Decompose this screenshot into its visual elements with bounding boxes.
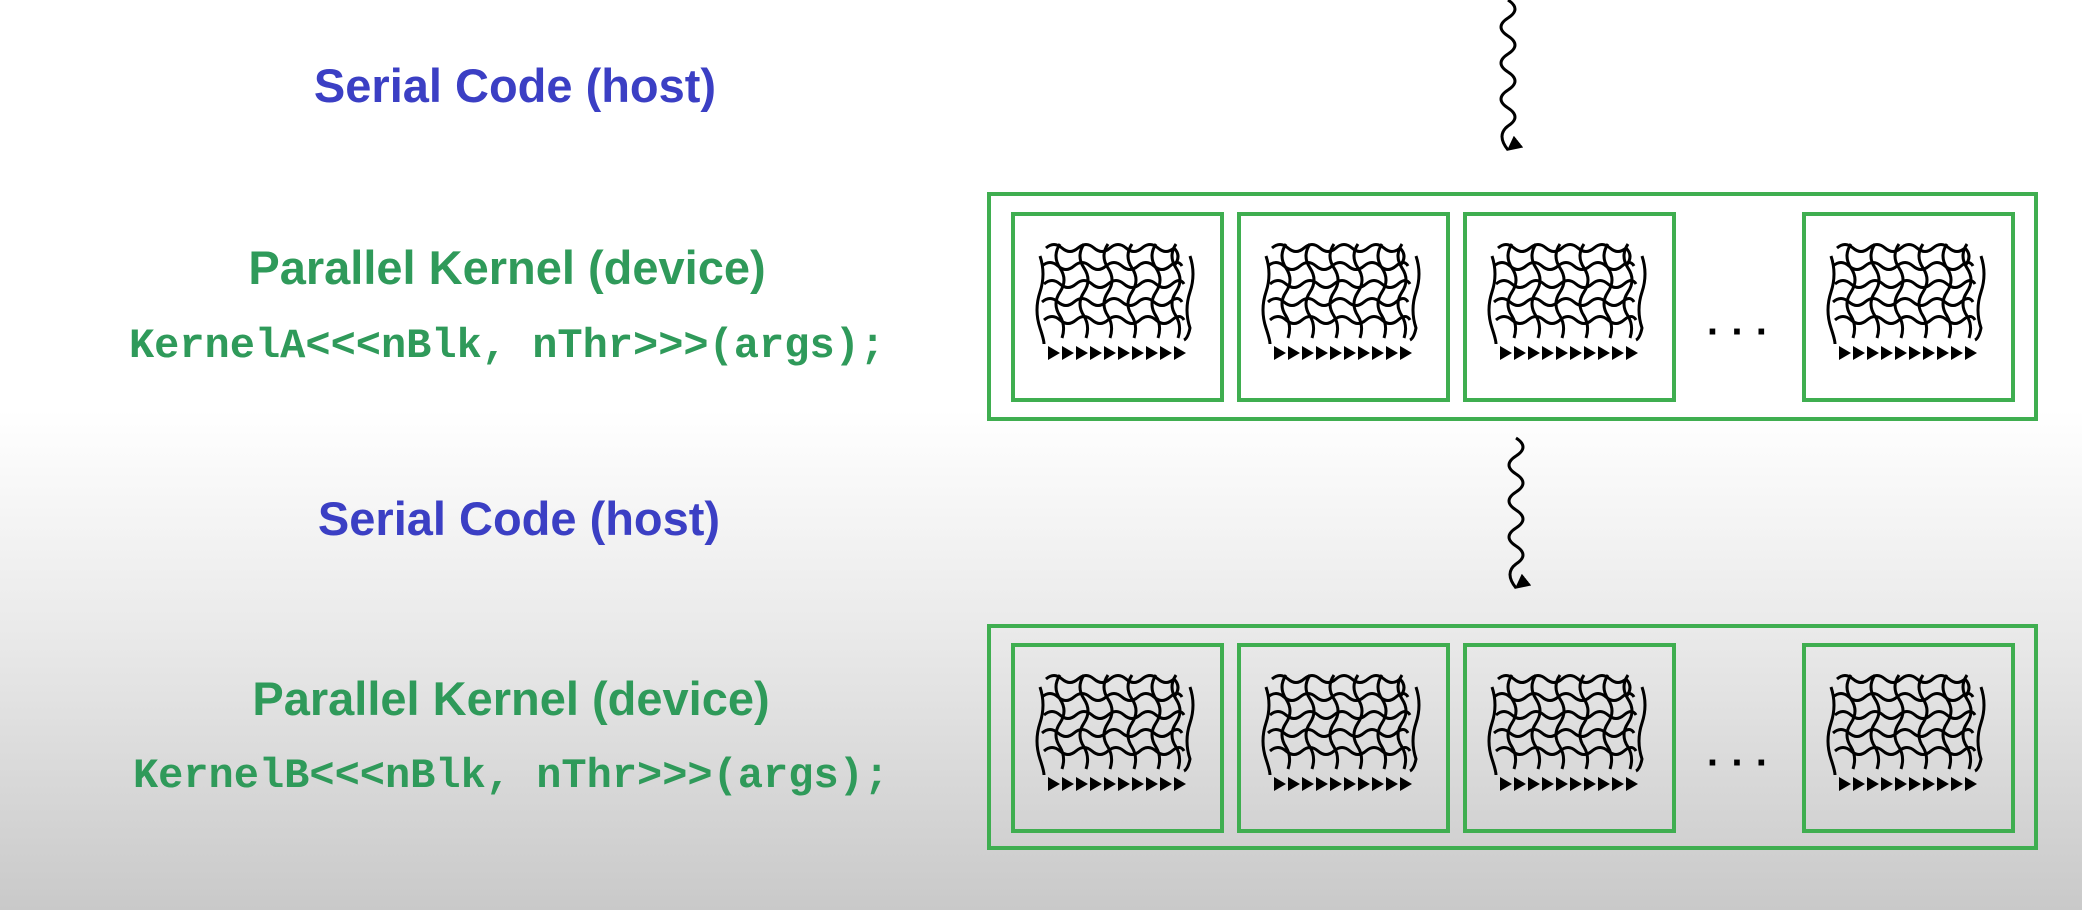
thread-bundle-icon xyxy=(1826,242,1986,362)
host-flow-arrow-2 xyxy=(1507,436,1532,589)
kernel-b-launch-code: KernelB<<<nBlk, nThr>>>(args); xyxy=(132,752,890,800)
thread-block-b2 xyxy=(1237,643,1450,833)
thread-bundle-icon xyxy=(1261,673,1421,793)
thread-block-a1 xyxy=(1011,212,1224,402)
thread-bundle-icon xyxy=(1826,673,1986,793)
thread-block-a3 xyxy=(1463,212,1676,402)
host-flow-arrow-1 xyxy=(1499,0,1524,151)
thread-bundle-icon xyxy=(1487,673,1647,793)
thread-bundle-icon xyxy=(1261,242,1421,362)
parallel-kernel-label-1: Parallel Kernel (device) xyxy=(248,241,766,294)
kernel-a-grid: · · · xyxy=(987,192,2038,421)
grid-a-ellipsis: · · · xyxy=(1707,310,1769,354)
thread-block-b4 xyxy=(1802,643,2015,833)
kernel-b-grid: · · · xyxy=(987,624,2038,850)
serial-code-label-1: Serial Code (host) xyxy=(313,59,717,112)
grid-b-ellipsis: · · · xyxy=(1707,741,1769,785)
thread-block-b1 xyxy=(1011,643,1224,833)
kernel-a-launch-code: KernelA<<<nBlk, nThr>>>(args); xyxy=(128,322,886,370)
thread-bundle-icon xyxy=(1487,242,1647,362)
thread-bundle-icon xyxy=(1035,673,1195,793)
thread-block-a2 xyxy=(1237,212,1450,402)
serial-code-label-2: Serial Code (host) xyxy=(317,492,721,545)
thread-block-b3 xyxy=(1463,643,1676,833)
thread-bundle-icon xyxy=(1035,242,1195,362)
thread-block-a4 xyxy=(1802,212,2015,402)
parallel-kernel-label-2: Parallel Kernel (device) xyxy=(252,672,770,725)
